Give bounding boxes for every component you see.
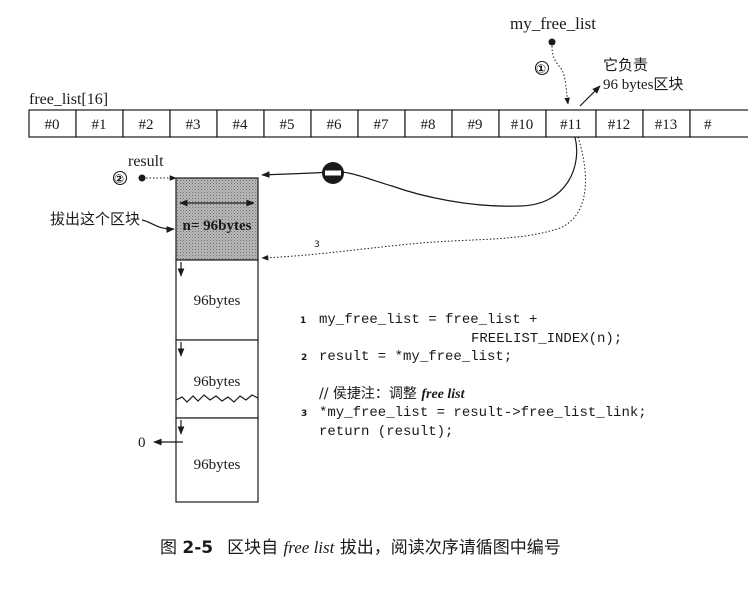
free-list-cell-10 <box>498 109 547 138</box>
code-line2: result = *my_free_list; <box>319 349 512 365</box>
free-list-cell-9-label: #9 <box>468 117 483 133</box>
free-list-cell-1 <box>75 109 124 138</box>
block-second <box>175 259 259 341</box>
free-list-cell-7 <box>357 109 406 138</box>
link-cell11-to-block <box>261 136 578 207</box>
note-line2: 96 bytes区块 <box>603 76 683 93</box>
svg-text:②: ② <box>114 172 124 186</box>
code-line3: *my_free_list = result->free_list_link; <box>319 405 647 421</box>
code-line1-number: 1 <box>300 316 306 326</box>
null-terminator-label: 0 <box>138 435 146 451</box>
result-dot <box>138 174 146 182</box>
free-list-label: free_list[16] <box>29 91 108 108</box>
block-second-label: 96bytes <box>194 293 241 309</box>
code-line1: my_free_list = free_list + <box>319 312 537 328</box>
free-list-cell-0 <box>28 109 77 138</box>
block-allocated-label: n= 96bytes <box>183 218 252 234</box>
step-three-label: 3 <box>314 240 320 250</box>
block-allocated <box>175 177 259 261</box>
free-list-cell-4 <box>216 109 265 138</box>
free-list-cell-7-label: #7 <box>374 117 390 133</box>
free-list-cell-14 <box>689 109 748 138</box>
torn-edge <box>175 394 259 403</box>
my-free-list-dotted-arrow <box>551 45 570 105</box>
code-line2-number: 2 <box>301 353 307 363</box>
free-list-cell-4-label: #4 <box>233 117 249 133</box>
free-list-cell-11-label: #11 <box>560 117 582 133</box>
block-fourth <box>175 417 259 503</box>
block-third <box>175 339 259 419</box>
free-list-cell-8-label: #8 <box>421 117 436 133</box>
block-third-label: 96bytes <box>194 374 241 390</box>
memory-block-list: n= 96bytes 96bytes 96bytes 96bytes <box>175 177 259 503</box>
pull-out-label: 拔出这个区块 <box>50 210 140 228</box>
free-list-cell-13-label: #13 <box>655 117 678 133</box>
free-list-cell-6-label: #6 <box>327 117 343 133</box>
free-list-cell-0-label: #0 <box>45 117 60 133</box>
free-list-array: #0 #1 #2 #3 #4 #5 #6 #7 #8 #9 #10 #11 #1… <box>28 109 748 138</box>
code-snippet: 1 my_free_list = free_list + FREELIST_IN… <box>300 312 647 440</box>
free-list-cell-12 <box>595 109 644 138</box>
code-line1-continuation: FREELIST_INDEX(n); <box>471 331 622 347</box>
free-list-cell-2-label: #2 <box>139 117 154 133</box>
free-list-cell-3-label: #3 <box>186 117 201 133</box>
step-three-dotted-link <box>261 136 586 261</box>
svg-text:①: ① <box>536 62 546 76</box>
result-label: result <box>128 153 164 170</box>
free-list-cell-9 <box>451 109 500 138</box>
code-line3-number: 3 <box>301 409 307 419</box>
free-list-cell-5 <box>263 109 312 138</box>
code-line4: return (result); <box>319 424 453 440</box>
free-list-cell-3 <box>169 109 218 138</box>
free-list-cell-5-label: #5 <box>280 117 295 133</box>
step-two-marker: ② <box>112 170 128 186</box>
free-list-cell-2 <box>122 109 171 138</box>
pull-out-arrow <box>141 219 175 233</box>
free-list-cell-14-label: # <box>704 117 712 133</box>
free-list-cell-13 <box>642 109 691 138</box>
note-arrow <box>579 85 601 107</box>
free-list-cell-1-label: #1 <box>92 117 107 133</box>
free-list-cell-12-label: #12 <box>608 117 631 133</box>
free-list-cell-10-label: #10 <box>511 117 534 133</box>
free-list-cell-11 <box>545 109 597 138</box>
no-entry-icon <box>322 162 344 184</box>
code-comment: // 侯捷注：调整 free list <box>319 386 466 402</box>
my-free-list-label: my_free_list <box>510 14 596 33</box>
block-fourth-label: 96bytes <box>194 457 241 473</box>
my-free-list-dot <box>548 38 556 46</box>
note-line1: 它负责 <box>603 56 648 74</box>
step-one-marker: ① <box>534 60 550 76</box>
